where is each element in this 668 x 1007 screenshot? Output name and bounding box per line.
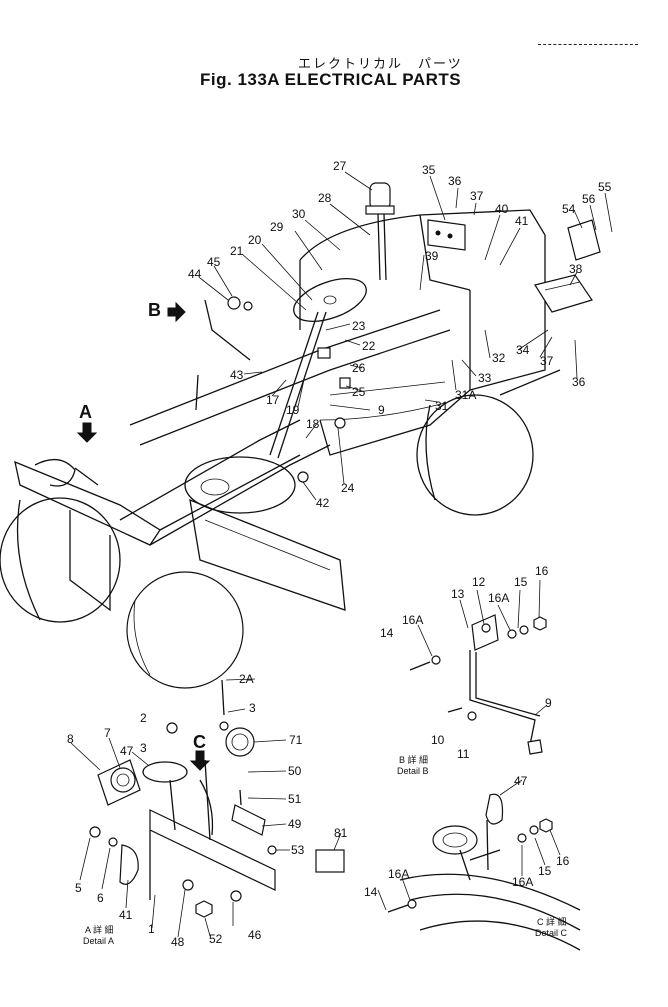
part-label: 14 — [380, 626, 394, 640]
detail-captions: A 詳 細 Detail A B 詳 細 Detail B C 詳 細 Deta… — [83, 754, 568, 946]
part-label: 16A — [402, 613, 423, 627]
part-label: 51 — [288, 792, 302, 806]
part-label: 11 — [457, 747, 470, 761]
callout-c: C — [193, 732, 206, 752]
part-label: 36 — [572, 375, 586, 389]
part-label: 16A — [488, 591, 509, 605]
part-label: 23 — [352, 319, 366, 333]
part-label: 42 — [316, 496, 330, 510]
machine-body — [0, 182, 601, 689]
part-label: 29 — [270, 220, 284, 234]
part-label: 46 — [248, 928, 262, 942]
part-label: 2 — [140, 711, 147, 725]
part-label: 56 — [582, 192, 596, 206]
detail-a-caption: Detail A — [83, 936, 114, 946]
part-label: 43 — [230, 368, 244, 382]
part-label: 33 — [478, 371, 492, 385]
part-label: 13 — [451, 587, 465, 601]
part-label: 50 — [288, 764, 302, 778]
detail-b-caption: Detail B — [397, 766, 429, 776]
part-label: 24 — [341, 481, 355, 495]
part-label: 40 — [495, 202, 509, 216]
part-label: 54 — [562, 202, 576, 216]
figure-title: Fig. 133A ELECTRICAL PARTS — [200, 70, 462, 89]
part-label: 37 — [540, 354, 554, 368]
part-label: 45 — [207, 255, 221, 269]
part-label: 2A — [239, 672, 254, 686]
part-label: 8 — [67, 732, 74, 746]
part-label: 26 — [352, 361, 366, 375]
part-label: 32 — [492, 351, 506, 365]
part-label: 9 — [545, 696, 552, 710]
part-label: 28 — [318, 191, 332, 205]
detail-c-jp-caption: C 詳 細 — [537, 916, 567, 927]
part-label: 16A — [388, 867, 409, 881]
part-label: 39 — [425, 249, 439, 263]
detail-a-drawing — [89, 679, 345, 918]
part-label: 15 — [514, 575, 528, 589]
part-label: 17 — [266, 393, 280, 407]
part-label: 25 — [352, 385, 366, 399]
part-label: 47 — [120, 744, 134, 758]
callout-b: B — [148, 300, 161, 320]
detail-a-jp-caption: A 詳 細 — [85, 924, 114, 935]
part-label: 53 — [291, 843, 305, 857]
part-label: 38 — [569, 262, 583, 276]
part-label: 16A — [512, 875, 533, 889]
part-label: 71 — [289, 733, 303, 747]
part-label: 37 — [470, 189, 484, 203]
part-label: 55 — [598, 180, 612, 194]
part-label: 10 — [431, 733, 445, 747]
part-label: 30 — [292, 207, 306, 221]
part-label: 3 — [249, 701, 256, 715]
part-label: 1 — [148, 922, 155, 936]
detail-c-drawing — [387, 793, 581, 951]
detail-b-jp-caption: B 詳 細 — [399, 754, 428, 765]
part-label: 81 — [334, 826, 348, 840]
part-label: 20 — [248, 233, 262, 247]
part-label: 31A — [455, 388, 476, 402]
part-label: 27 — [333, 159, 347, 173]
part-label: 41 — [515, 214, 529, 228]
part-labels: 27 35 36 37 55 28 30 40 56 54 29 41 20 2… — [67, 159, 612, 949]
part-label: 5 — [75, 881, 82, 895]
part-label: 12 — [472, 575, 486, 589]
part-label: 52 — [209, 932, 223, 946]
part-label: 3 — [140, 741, 147, 755]
part-label: 35 — [422, 163, 436, 177]
callout-a: A — [79, 402, 92, 422]
part-label: 15 — [538, 864, 552, 878]
part-label: 41 — [119, 908, 133, 922]
part-label: 6 — [97, 891, 104, 905]
part-label: 44 — [188, 267, 202, 281]
detail-c-caption: Detail C — [535, 928, 568, 938]
part-label: 49 — [288, 817, 302, 831]
part-label: 16 — [535, 564, 549, 578]
part-label: 19 — [286, 403, 300, 417]
leader-lines — [70, 171, 613, 938]
part-label: 31 — [435, 399, 449, 413]
part-label: 47 — [514, 774, 528, 788]
part-label: 16 — [556, 854, 570, 868]
part-label: 48 — [171, 935, 185, 949]
part-label: 14 — [364, 885, 378, 899]
part-label: 18 — [306, 417, 320, 431]
part-label: 22 — [362, 339, 376, 353]
corner-rule — [538, 44, 638, 45]
part-label: 7 — [104, 726, 111, 740]
japanese-title: エレクトリカル パーツ — [298, 57, 463, 72]
callout-arrows — [76, 301, 211, 771]
part-label: 9 — [378, 403, 385, 417]
detail-b-drawing — [409, 614, 547, 755]
part-label: 34 — [516, 343, 530, 357]
part-label: 36 — [448, 174, 462, 188]
part-label: 21 — [230, 244, 244, 258]
